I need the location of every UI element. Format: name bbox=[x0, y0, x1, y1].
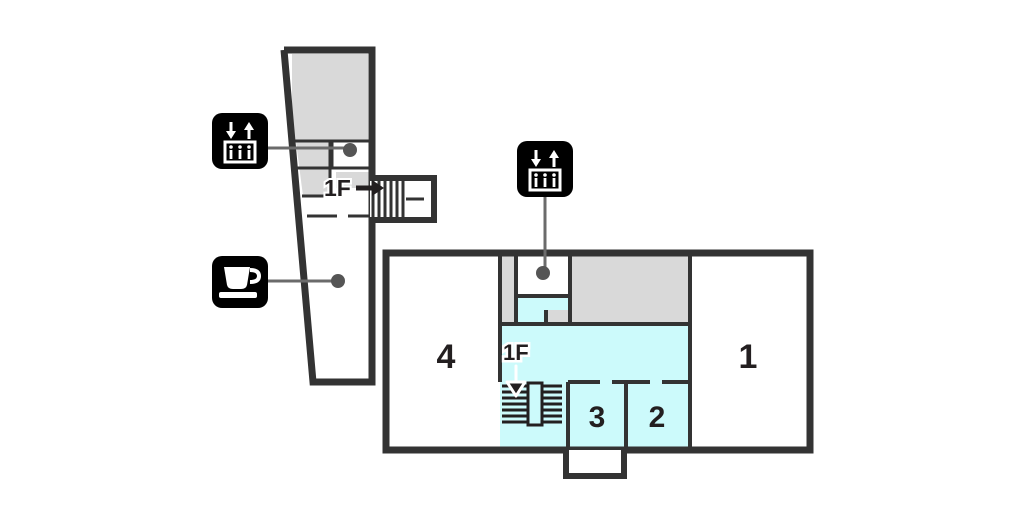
west-wing-service-upper bbox=[292, 54, 368, 140]
room-label-3: 3 bbox=[589, 401, 606, 434]
cafe-badge[interactable] bbox=[212, 256, 268, 308]
entrance-vestibule bbox=[563, 450, 627, 479]
coffee-cup-icon bbox=[219, 267, 262, 298]
elevator-west-badge[interactable] bbox=[212, 113, 268, 169]
floor-marker-main-label: 1F bbox=[503, 340, 529, 365]
leader-lines bbox=[266, 143, 550, 288]
west-wing-wall-outer bbox=[280, 46, 376, 386]
west-wing-service-lower bbox=[336, 172, 370, 188]
arrow-right-icon bbox=[356, 180, 384, 196]
elevator-icon bbox=[528, 150, 562, 192]
floor-marker-main: 1F bbox=[501, 338, 531, 398]
elevator-main-badge[interactable] bbox=[517, 141, 573, 197]
main-stair-landing bbox=[526, 381, 544, 427]
room-label-1: 1 bbox=[739, 338, 758, 376]
floor-marker-west-label: 1F bbox=[324, 175, 351, 201]
arrow-down-icon bbox=[505, 364, 527, 398]
marker-cafe bbox=[331, 274, 345, 288]
corridor-gray-nub bbox=[546, 310, 570, 324]
west-wing-partitions bbox=[292, 139, 372, 218]
room-label-2: 2 bbox=[649, 401, 666, 434]
corridor-room2 bbox=[626, 382, 690, 450]
marker-elevator-main bbox=[536, 266, 550, 280]
main-partitions bbox=[498, 255, 692, 450]
main-shaft-gray-left bbox=[500, 256, 516, 324]
marker-elevator-west bbox=[343, 143, 357, 157]
floor-marker-west: 1F bbox=[322, 173, 384, 203]
elevator-icon bbox=[223, 122, 257, 164]
corridor-room3 bbox=[568, 382, 626, 450]
west-stairwell bbox=[370, 175, 437, 223]
corridor-main-hall bbox=[500, 324, 690, 382]
room-label-4: 4 bbox=[437, 338, 456, 376]
entrance-vestibule-wall bbox=[563, 450, 627, 479]
entrance-vestibule-floor bbox=[566, 450, 624, 476]
main-service-zone bbox=[570, 256, 690, 324]
main-building bbox=[382, 249, 814, 479]
west-wing bbox=[280, 46, 437, 386]
corridor-fill bbox=[500, 296, 690, 450]
west-stairwell-wall bbox=[370, 175, 437, 223]
